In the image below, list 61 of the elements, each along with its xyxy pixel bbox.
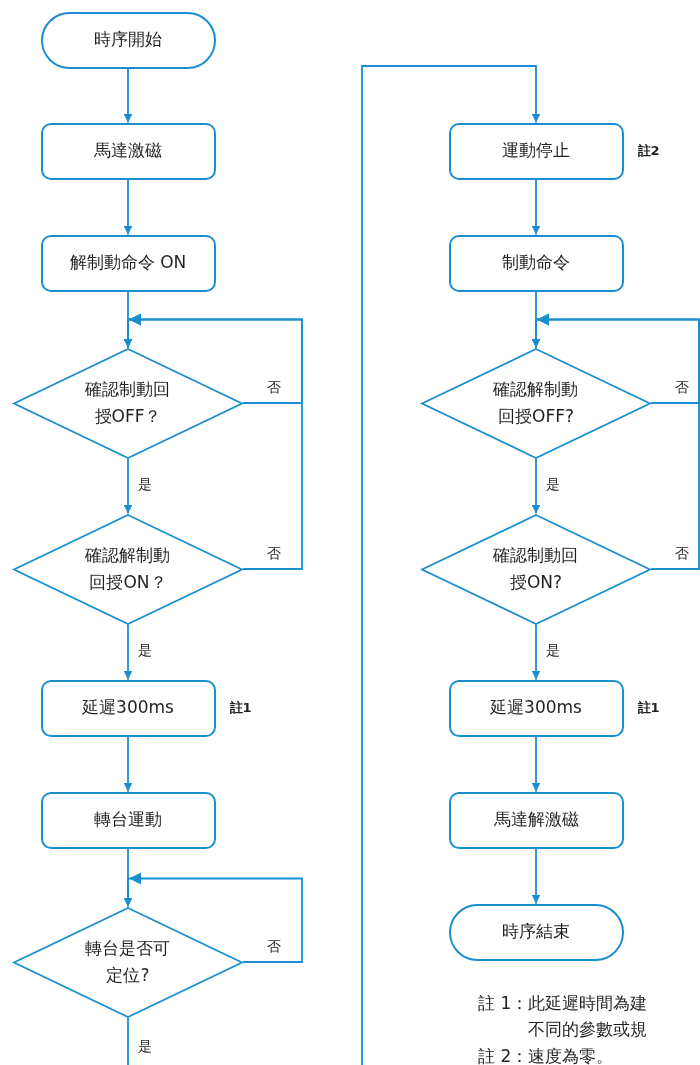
edge-label: 否 bbox=[265, 379, 283, 396]
arrow bbox=[531, 847, 541, 905]
process-box bbox=[448, 234, 624, 292]
terminal-box bbox=[448, 903, 624, 961]
note-marker: 註 1： bbox=[478, 992, 529, 1015]
node-label: 馬達解激磁 bbox=[493, 808, 579, 832]
node-label: 延遲300ms bbox=[490, 696, 582, 720]
edge-label: 是 bbox=[136, 642, 154, 659]
node-label: 解制動命令 ON bbox=[69, 251, 187, 275]
arrow bbox=[127, 65, 541, 1065]
edge-label: 否 bbox=[673, 379, 691, 396]
note-reference: 註2 bbox=[637, 142, 660, 160]
node-label: 馬達激磁 bbox=[94, 139, 162, 163]
node-label: 時序結束 bbox=[502, 920, 570, 944]
node-label: 確認制動回授OFF？ bbox=[84, 377, 172, 428]
node-label: 運動停止 bbox=[502, 139, 570, 163]
arrow bbox=[123, 623, 133, 681]
loop-arrow bbox=[123, 313, 303, 570]
loop-arrow bbox=[531, 313, 700, 570]
arrow bbox=[123, 178, 133, 236]
arrow bbox=[531, 457, 541, 515]
edge-label: 是 bbox=[136, 476, 154, 493]
edge-label: 是 bbox=[136, 1037, 154, 1055]
note-text: 此延遲時間為建不同的參數或規 bbox=[528, 992, 649, 1042]
node-label: 轉台運動 bbox=[94, 808, 162, 832]
edge-label: 是 bbox=[544, 476, 562, 493]
arrow bbox=[123, 457, 133, 515]
decision-diamond bbox=[13, 347, 243, 459]
node-label: 轉台是否可定位? bbox=[84, 936, 172, 987]
node-label: 時序開始 bbox=[94, 28, 162, 52]
edge-label: 是 bbox=[544, 642, 562, 659]
arrow bbox=[531, 178, 541, 236]
edge-label: 否 bbox=[265, 545, 283, 562]
edge-label: 否 bbox=[265, 938, 283, 955]
process-box bbox=[448, 791, 624, 849]
process-box bbox=[448, 122, 624, 180]
process-box bbox=[448, 679, 624, 737]
note-marker: 註 2： bbox=[478, 1044, 529, 1065]
note-reference: 註1 bbox=[637, 699, 660, 717]
arrow bbox=[123, 735, 133, 793]
process-box bbox=[40, 234, 216, 292]
decision-diamond bbox=[421, 347, 651, 459]
edge-label: 否 bbox=[673, 545, 691, 562]
decision-diamond bbox=[13, 513, 243, 625]
process-box bbox=[40, 122, 216, 180]
decision-diamond bbox=[421, 513, 651, 625]
loop-arrow bbox=[123, 872, 303, 963]
decision-diamond bbox=[13, 906, 243, 1018]
arrow bbox=[531, 735, 541, 793]
note-text: 速度為零。 bbox=[528, 1044, 615, 1065]
node-label: 確認制動回授ON? bbox=[492, 543, 580, 594]
node-label: 延遲300ms bbox=[82, 696, 174, 720]
process-box bbox=[40, 679, 216, 737]
arrow bbox=[531, 623, 541, 681]
arrow bbox=[123, 67, 133, 124]
node-label: 制動命令 bbox=[502, 251, 570, 275]
node-label: 確認解制動回授ON？ bbox=[84, 543, 172, 594]
terminal-box bbox=[40, 11, 216, 69]
note-reference: 註1 bbox=[229, 699, 252, 717]
process-box bbox=[40, 791, 216, 849]
node-label: 確認解制動回授OFF? bbox=[492, 377, 580, 428]
